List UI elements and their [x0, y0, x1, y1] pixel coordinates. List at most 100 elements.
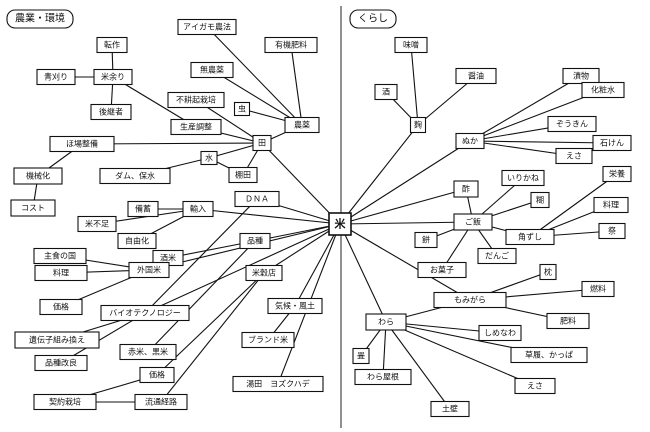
node-box-shoyu: [455, 67, 497, 85]
node-box-momigara: [433, 291, 507, 309]
node-label-hinshukairyo: 品種改良: [45, 358, 77, 368]
node-box-dna: [234, 190, 280, 208]
node-label-komefusoku: 米不足: [85, 219, 109, 229]
node-label-jiyuka: 自由化: [125, 236, 149, 246]
node-label-yugen: 湯田 ヨズクハデ: [246, 379, 310, 389]
node-box-kome: [328, 212, 352, 236]
edge-esa2-wara: [385, 321, 536, 387]
node-okashi: お菓子: [417, 261, 467, 279]
node-box-warayane: [354, 368, 412, 386]
node-box-zokin: [547, 115, 597, 133]
node-label-kiko: 気候・風土: [275, 301, 315, 311]
node-sekken: 石けん: [592, 134, 632, 152]
node-yunyu: 輸入: [182, 200, 214, 218]
node-label-cost: コスト: [21, 204, 45, 213]
edge-koji-kome: [339, 124, 419, 225]
node-label-shoyu: 醤油: [468, 71, 484, 81]
edge-su-kome: [339, 188, 467, 225]
node-irikane: いりかね: [501, 169, 545, 187]
node-yugen: 湯田 ヨズクハデ: [232, 375, 324, 393]
node-box-idenshi: [14, 331, 100, 349]
node-label-mushi: 虫: [238, 104, 246, 114]
node-box-nori: [530, 191, 550, 209]
node-su: 酢: [453, 180, 479, 198]
node-kesho: 化粧水: [581, 81, 625, 99]
edge-gohan-kome: [339, 221, 474, 225]
node-bichiku: 備蓄: [127, 200, 159, 218]
node-sake: 酒: [374, 83, 398, 101]
node-box-ryori1: [34, 264, 88, 282]
node-box-makura: [539, 263, 557, 281]
node-fukouki: 不耕起栽培: [167, 91, 225, 109]
edge-komeamari-seisanchosei: [112, 76, 197, 128]
node-box-komefusoku: [77, 215, 117, 233]
node-box-bichiku: [127, 200, 159, 218]
node-aogari: 青刈り: [36, 68, 76, 86]
node-label-noyaku: 農薬: [294, 120, 310, 130]
node-gohan: ご飯: [453, 213, 493, 231]
node-box-kikaika: [13, 167, 63, 185]
node-box-gohan: [453, 213, 493, 231]
nodes: 米農業・環境くらし転作アイガモ農法有機肥料青刈り米余り無農薬後継者不耕起栽培虫生…: [6, 9, 632, 418]
edge-dobe-wara: [385, 321, 451, 410]
node-box-irikane: [501, 169, 545, 187]
node-esa2: えさ: [514, 377, 556, 395]
node-box-mizu: [200, 150, 218, 166]
node-box-ta: [252, 134, 272, 152]
node-label-ryori2: 料理: [603, 200, 619, 210]
section-frame-kurashi: [349, 9, 397, 29]
node-sakagome: 酒米: [152, 249, 184, 267]
node-box-akamai: [119, 343, 177, 361]
edge-yukihiryo-noyaku: [290, 44, 303, 126]
node-label-keiyaku: 契約栽培: [49, 397, 81, 407]
node-label-shimenawa: しめなわ: [484, 329, 516, 338]
node-komeamari: 米余り: [93, 68, 133, 86]
node-hinshu: 品種: [239, 232, 271, 250]
edge-shoyu-koji: [417, 75, 477, 126]
node-box-mushi: [233, 101, 251, 117]
node-label-aogari: 青刈り: [44, 72, 68, 82]
node-warayane: わら屋根: [354, 368, 412, 386]
edge-ryutsu-komekokuten: [160, 272, 265, 403]
node-tanada: 棚田: [228, 166, 258, 184]
node-komefusoku: 米不足: [77, 215, 117, 233]
node-koji: 麹: [409, 116, 427, 134]
node-label-sakagome: 酒米: [160, 253, 176, 263]
node-box-nenryo: [581, 280, 615, 298]
node-label-warayane: わら屋根: [367, 372, 399, 382]
node-label-miso: 味噌: [403, 40, 419, 50]
node-box-komekokuten: [245, 264, 283, 282]
node-hiryo: 肥料: [546, 312, 590, 330]
node-matsuri: 祭: [598, 222, 626, 240]
node-tsukemono: 漬物: [562, 67, 600, 85]
edge-momigara-kome: [339, 223, 471, 301]
node-cost: コスト: [10, 199, 56, 217]
node-box-kakaku2: [139, 366, 175, 384]
node-box-keiyaku: [33, 393, 97, 411]
node-box-kesho: [581, 81, 625, 99]
node-akamai: 赤米、黒米: [119, 343, 177, 361]
node-dango: だんご: [477, 247, 517, 265]
node-label-zokin: ぞうきん: [556, 120, 588, 129]
node-eiyo: 栄養: [602, 165, 632, 183]
node-label-mochi: 餅: [422, 235, 430, 245]
node-label-bichiku: 備蓄: [135, 204, 151, 214]
node-box-zori: [510, 346, 588, 364]
node-tatami: 畳: [352, 347, 370, 365]
node-box-shushoku: [33, 247, 87, 265]
edge-aigamo-noyaku: [206, 26, 303, 126]
node-wara: わら: [365, 313, 407, 331]
node-mizu: 水: [200, 150, 218, 166]
node-label-kurashi: くらし: [358, 13, 388, 25]
node-label-kakaku1: 価格: [53, 302, 69, 312]
node-kikaika: 機械化: [13, 167, 63, 185]
node-box-wara: [365, 313, 407, 331]
node-ryutsu: 流通経路: [134, 393, 188, 411]
edge-komekokuten-kome: [263, 223, 341, 274]
edge-eiyo-tsunozushi: [529, 173, 618, 238]
node-box-yunyu: [182, 200, 214, 218]
node-label-fukouki: 不耕起栽培: [176, 95, 216, 105]
node-label-esa1: えさ: [566, 152, 582, 161]
edge-akamai-hinshu: [147, 240, 256, 353]
node-label-seisanchosei: 生産調整: [180, 122, 212, 132]
